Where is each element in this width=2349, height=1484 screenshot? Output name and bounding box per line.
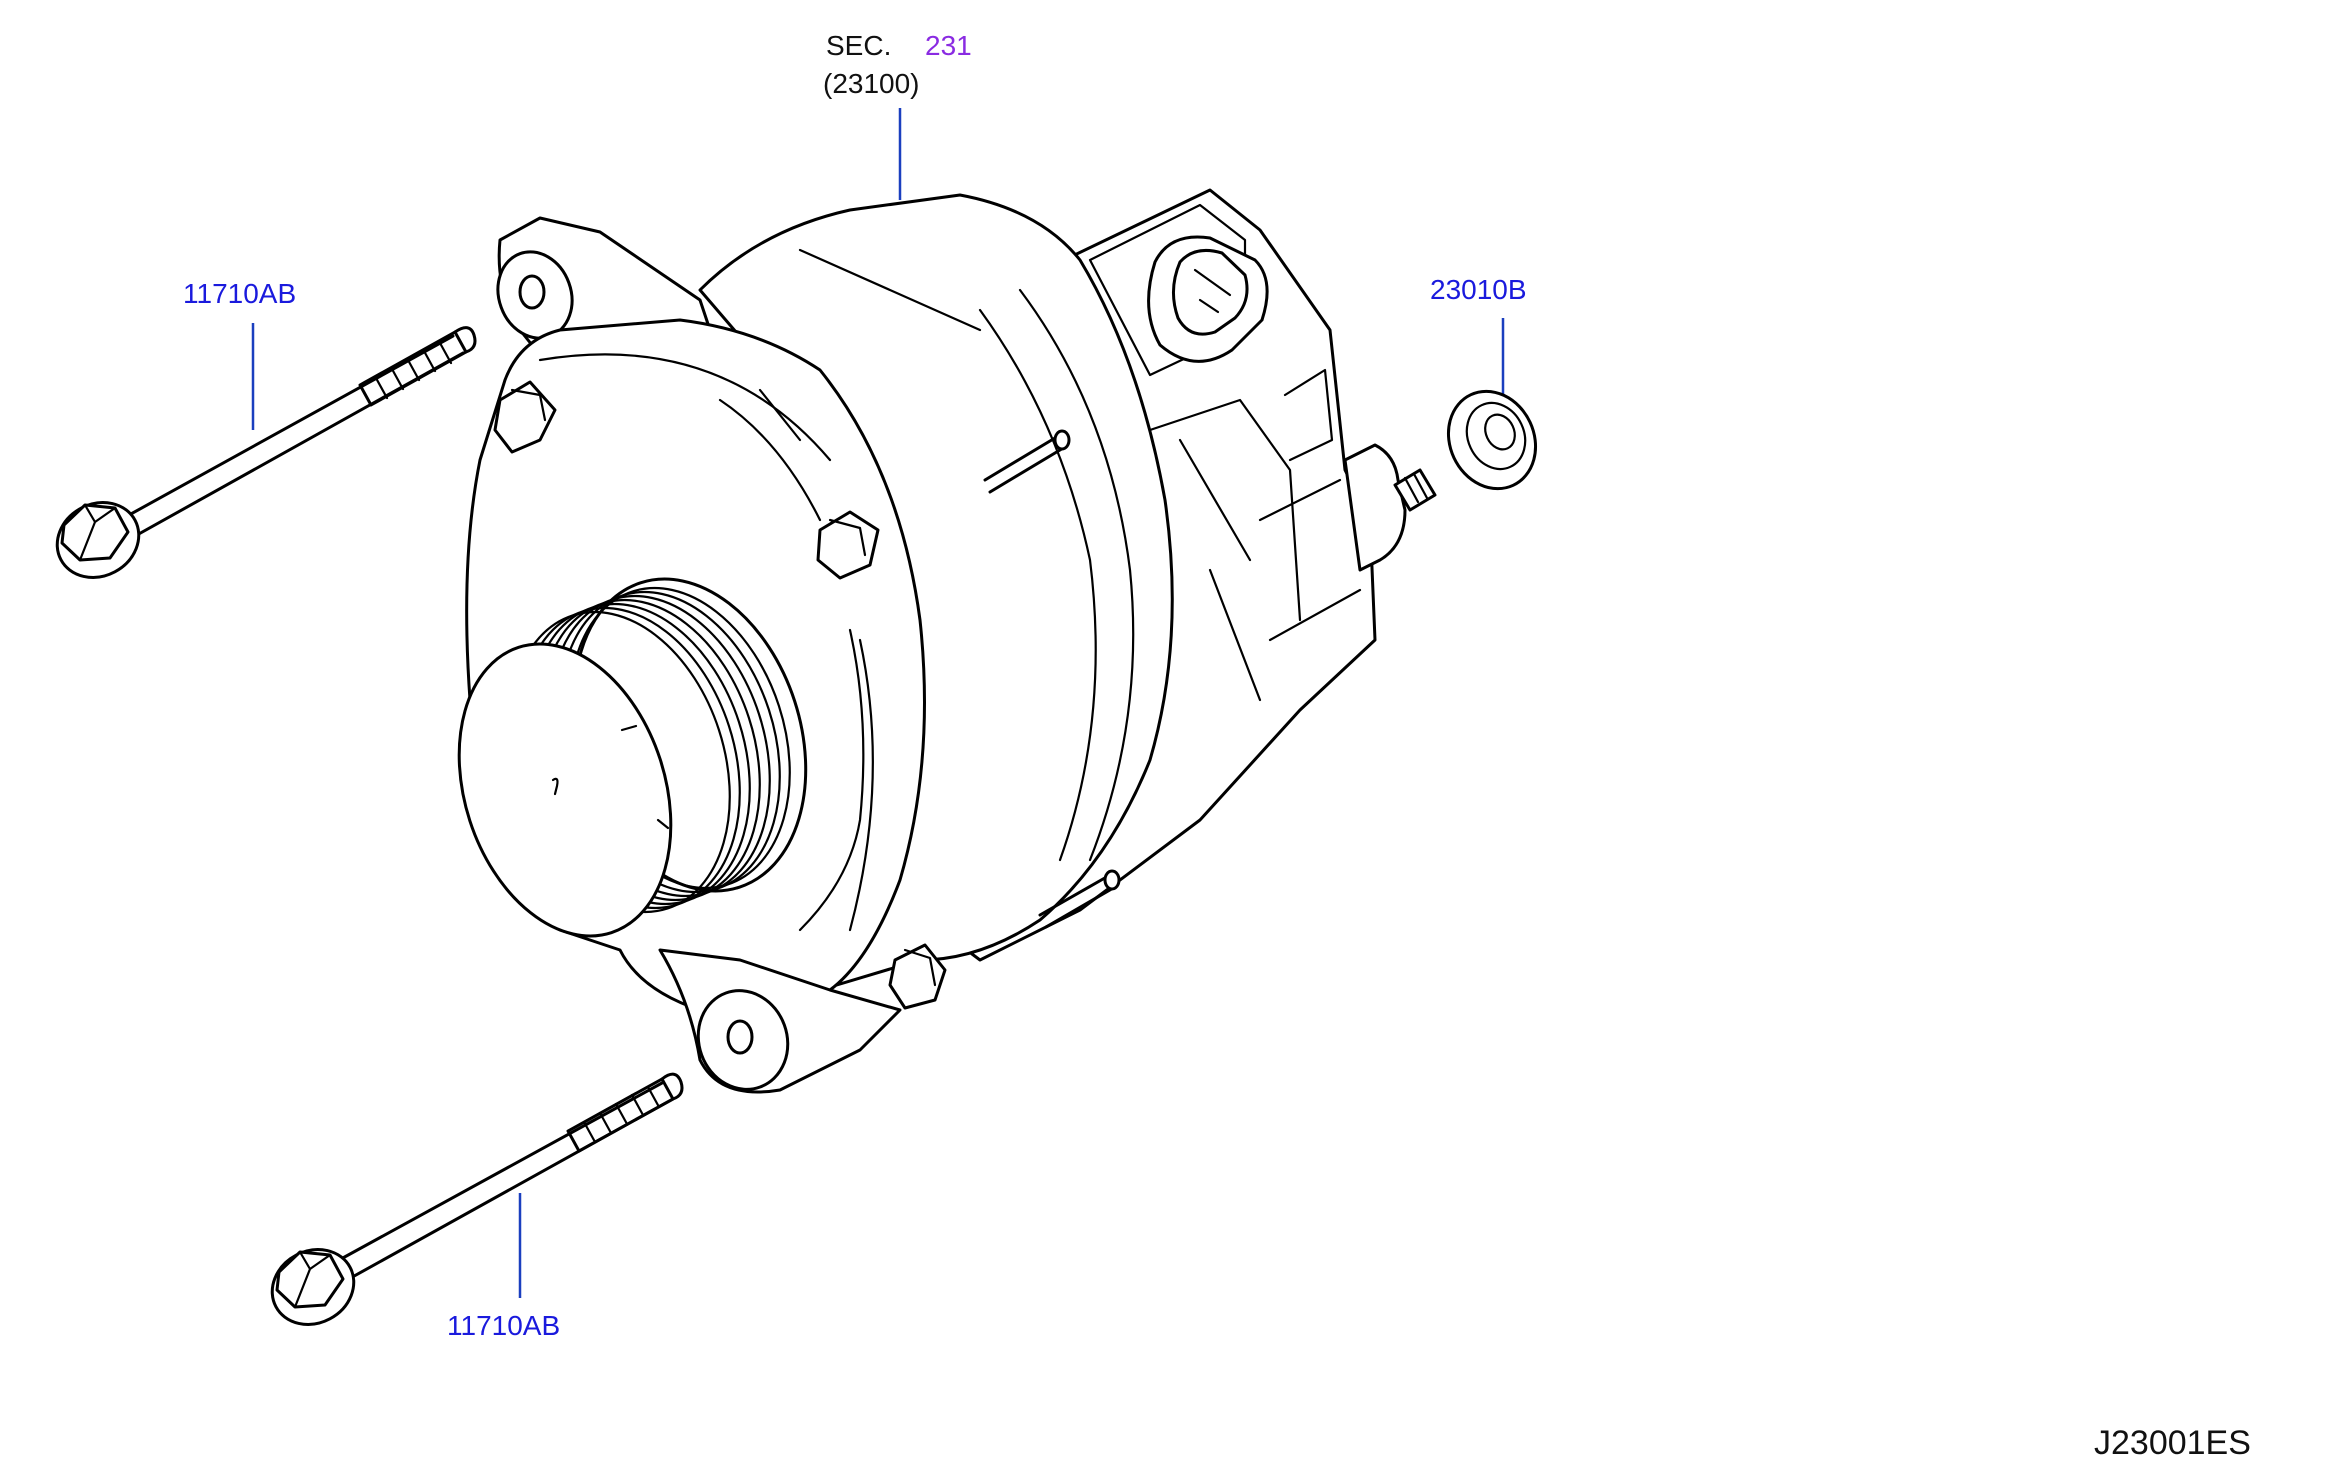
section-callout[interactable]: SEC. 231 (23100) [823,30,972,99]
section-part-number: (23100) [823,68,920,99]
pulley [457,577,808,938]
mounting-bolt-bottom[interactable] [259,1072,684,1338]
mounting-bolt-top[interactable] [44,326,477,592]
boss-bolt-lower [888,943,947,1010]
alternator-assembly[interactable] [424,188,1437,1102]
bolt-bottom-part-label[interactable]: 11710AB [447,1310,560,1341]
nut-part-label[interactable]: 23010B [1430,274,1527,305]
terminal-nut[interactable] [1433,377,1551,503]
section-number-link[interactable]: 231 [925,30,972,61]
diagram-reference-code: J23001ES [2094,1424,2251,1462]
boss-bolt-upper-left [493,380,557,454]
boss-bolt-upper-right [816,510,880,580]
section-prefix: SEC. [826,30,891,61]
bolt-top-part-label[interactable]: 11710AB [183,278,296,309]
